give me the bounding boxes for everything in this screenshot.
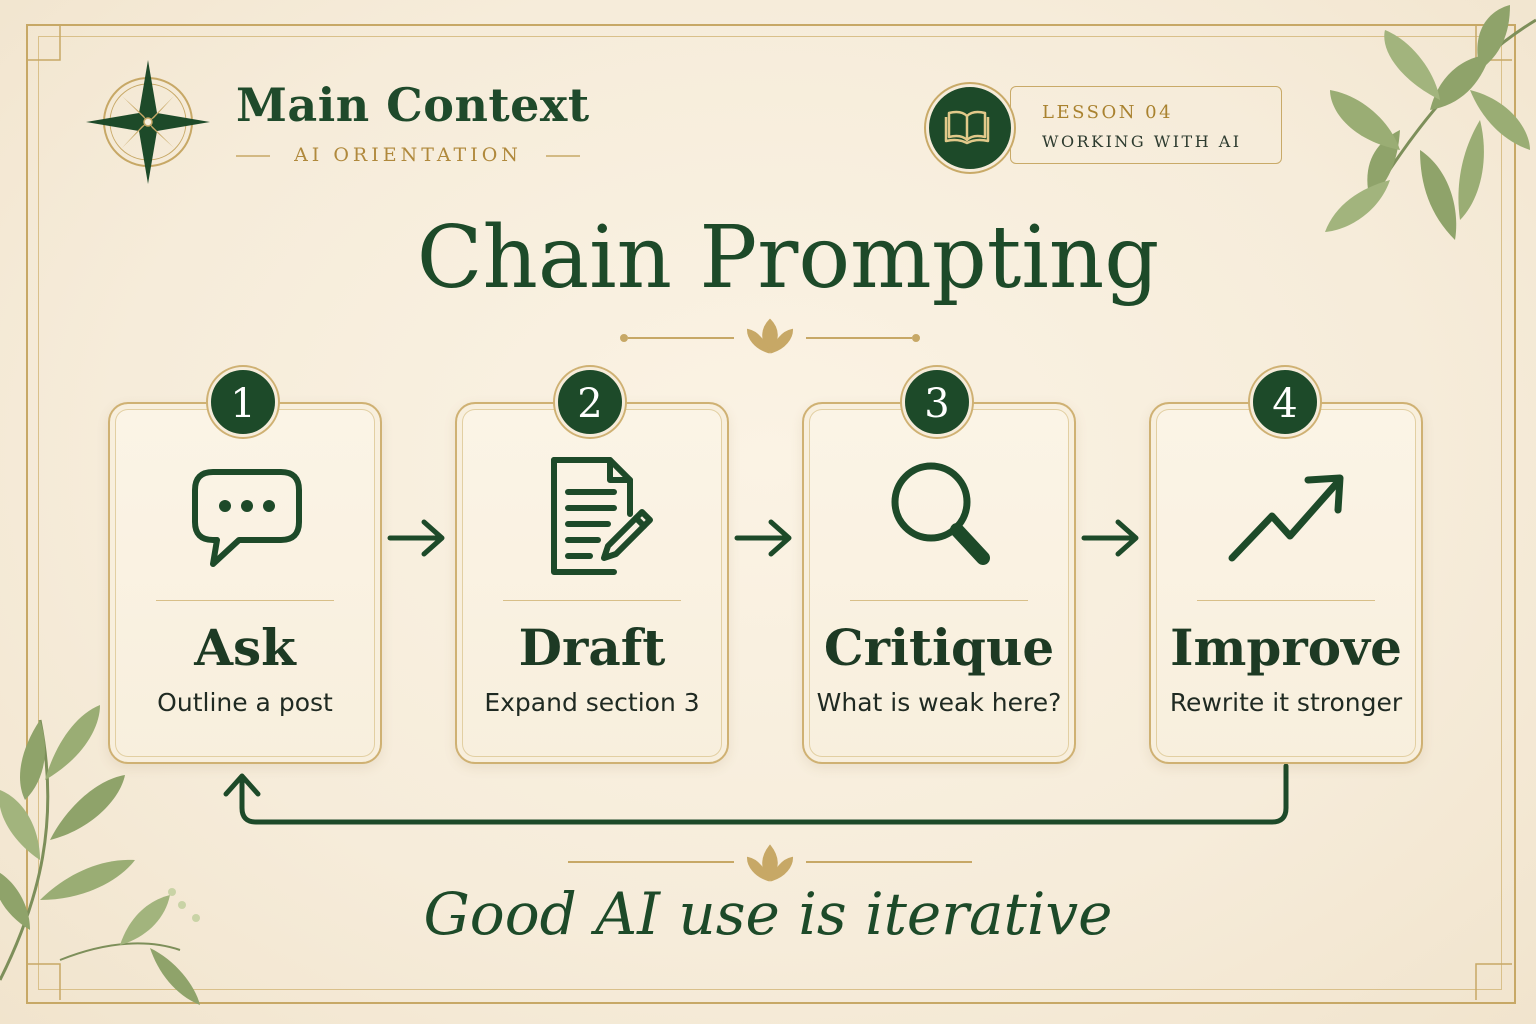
step-description: Expand section 3 bbox=[484, 688, 700, 717]
step-card-draft: Draft Expand section 3 bbox=[455, 402, 729, 764]
brand-title: Main Context bbox=[236, 78, 590, 132]
step-number-badge: 2 bbox=[555, 367, 625, 437]
outer-frame bbox=[26, 24, 1516, 1004]
speech-bubble-icon bbox=[192, 469, 302, 567]
tagline: Good AI use is iterative bbox=[423, 880, 1113, 948]
step-title: Improve bbox=[1170, 618, 1402, 677]
step-title: Critique bbox=[823, 618, 1055, 677]
step-number-badge: 4 bbox=[1250, 367, 1320, 437]
title-ornament bbox=[620, 318, 920, 354]
step-description: What is weak here? bbox=[816, 688, 1062, 717]
step-number-badge: 1 bbox=[208, 367, 278, 437]
trend-up-arrow-icon bbox=[1228, 474, 1344, 562]
card-divider bbox=[503, 600, 681, 601]
step-card-ask: Ask Outline a post bbox=[108, 402, 382, 764]
step-card-improve: Improve Rewrite it stronger bbox=[1149, 402, 1423, 764]
step-number-badge: 3 bbox=[902, 367, 972, 437]
magnifier-icon bbox=[891, 462, 990, 565]
lesson-topic: WORKING WITH AI bbox=[1042, 132, 1242, 151]
tagline-ornament bbox=[568, 844, 972, 882]
loop-back-arrow bbox=[223, 763, 1289, 825]
lesson-number: LESSON 04 bbox=[1042, 102, 1174, 123]
step-description: Rewrite it stronger bbox=[1169, 688, 1403, 717]
lesson-label-box bbox=[1010, 86, 1282, 164]
step-description: Outline a post bbox=[157, 688, 333, 717]
open-book-icon bbox=[944, 110, 990, 145]
flow-arrows bbox=[387, 519, 1139, 557]
card-divider bbox=[850, 600, 1028, 601]
step-title: Ask bbox=[194, 618, 296, 677]
page-title: Chain Prompting bbox=[416, 208, 1160, 308]
step-title: Draft bbox=[518, 618, 666, 677]
inner-frame bbox=[38, 36, 1502, 990]
card-divider bbox=[1197, 600, 1375, 601]
leaf-sprig-bottom-left-icon bbox=[0, 705, 200, 1005]
lesson-badge bbox=[926, 84, 1014, 172]
leaf-sprig-top-right-icon bbox=[1325, 5, 1536, 240]
step-card-critique: Critique What is weak here? bbox=[802, 402, 1076, 764]
card-divider bbox=[156, 600, 334, 601]
document-pencil-icon bbox=[551, 457, 653, 575]
brand-subtitle: AI ORIENTATION bbox=[294, 144, 522, 166]
compass-rose-icon bbox=[86, 60, 210, 184]
